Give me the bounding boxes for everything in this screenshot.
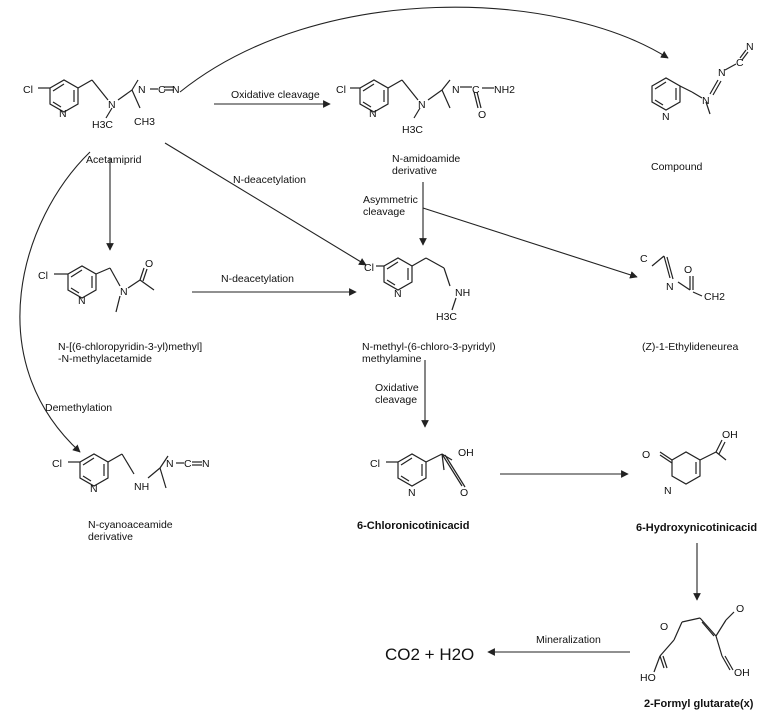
atom-cl: Cl: [23, 84, 33, 96]
atom-cl-4: Cl: [38, 270, 48, 282]
atom-n-4: N: [120, 286, 128, 298]
atom-n-imine-3: N: [718, 67, 726, 79]
name-cyanoacetamide-2: derivative: [88, 531, 133, 543]
name-chloronicotinic: 6-Chloronicotinicacid: [357, 520, 469, 532]
arrow-to-ethylideneurea: [422, 207, 638, 279]
atom-o-9: O: [642, 449, 650, 461]
atom-oh-9: OH: [722, 429, 738, 441]
structure-compound: N N N C N: [651, 41, 754, 123]
arrow-demethylation: [19, 151, 91, 453]
atom-c-7: C: [184, 458, 192, 470]
structure-chloronicotinic: Cl N OH O: [370, 447, 474, 499]
compound-names: Acetamiprid N-amidoamide derivative Comp…: [58, 153, 757, 710]
name-amidoamide-2: derivative: [392, 165, 437, 177]
atom-h3c: H3C: [92, 119, 113, 131]
atom-c: C: [158, 84, 166, 96]
label-n-deacetylation-1: N-deacetylation: [233, 174, 306, 186]
label-asymmetric-2: cleavage: [363, 206, 405, 218]
atom-o-4: O: [145, 258, 153, 270]
atom-nh-9: N: [664, 485, 672, 497]
name-cyanoacetamide-1: N-cyanoaceamide: [88, 519, 173, 531]
name-formylglutarate: 2-Formyl glutarate(x): [644, 698, 754, 710]
label-demethylation: Demethylation: [45, 402, 112, 414]
arrow-acetamiprid-to-methylamine: [164, 142, 367, 266]
atom-oh-8: OH: [458, 447, 474, 459]
atom-n-6: N: [666, 281, 674, 293]
atom-n-ring-4: N: [78, 295, 86, 307]
reaction-arrows: [19, 6, 701, 656]
atom-n-3: N: [702, 95, 710, 107]
label-n-deacetylation-2: N-deacetylation: [221, 273, 294, 285]
atom-c-2: C: [472, 84, 480, 96]
atom-n-2: N: [418, 99, 426, 111]
name-methylacetamide-1: N-[(6-chloropyridin-3-yl)methyl]: [58, 341, 202, 353]
label-asymmetric-1: Asymmetric: [363, 194, 418, 206]
name-compound: Compound: [651, 161, 703, 173]
atom-o-8: O: [460, 487, 468, 499]
atom-h3c-2: H3C: [402, 124, 423, 136]
structure-hydroxynicotinic: O N OH: [642, 429, 738, 497]
atom-n-nitrile-3: N: [746, 41, 754, 53]
atom-oh-10: OH: [734, 667, 750, 679]
atom-n-ring: N: [59, 108, 67, 120]
atom-nh2: NH2: [494, 84, 515, 96]
atom-cl-2: Cl: [336, 84, 346, 96]
structure-methylamine: Cl N NH H3C: [364, 257, 470, 323]
structure-formylglutarate: O HO O OH: [640, 603, 750, 684]
atom-nh: NH: [455, 287, 470, 299]
atom-n-imine-2: N: [452, 84, 460, 96]
structure-amidoamide: Cl N N H3C N C O NH2: [336, 79, 515, 136]
structure-acetamiprid: Cl N N H3C CH3 N C N: [23, 79, 180, 131]
atom-n-ring-2: N: [369, 108, 377, 120]
atom-o-10a: O: [660, 621, 668, 633]
atom-n-imine-7: N: [166, 458, 174, 470]
atom-o-6: O: [684, 264, 692, 276]
label-oxidative-2a: Oxidative: [375, 382, 419, 394]
arrow-acetamiprid-to-compound: [179, 6, 669, 93]
name-hydroxynicotinic: 6-Hydroxynicotinicacid: [636, 522, 757, 534]
label-mineralization: Mineralization: [536, 634, 601, 646]
atom-n-ring-5: N: [394, 288, 402, 300]
atom-ho-10: HO: [640, 672, 656, 684]
atom-n-nitrile-7: N: [202, 458, 210, 470]
atom-n: N: [108, 99, 116, 111]
atom-c-3: C: [736, 57, 744, 69]
atom-o-10b: O: [736, 603, 744, 615]
atom-o: O: [478, 109, 486, 121]
structure-methylacetamide: Cl N N O: [38, 258, 155, 313]
atom-ch2-6: CH2: [704, 291, 725, 303]
atom-h3c-5: H3C: [436, 311, 457, 323]
atom-ch3: CH3: [134, 116, 155, 128]
atom-n-ring-8: N: [408, 487, 416, 499]
atom-n-ring-3: N: [662, 111, 670, 123]
atom-cl-7: Cl: [52, 458, 62, 470]
name-ethylideneurea: (Z)-1-Ethylideneurea: [642, 341, 738, 353]
label-oxidative-cleavage: Oxidative cleavage: [231, 89, 320, 101]
structure-cyanoacetamide: Cl N NH N C N: [52, 453, 210, 495]
name-methylamine-1: N-methyl-(6-chloro-3-pyridyl): [362, 341, 496, 353]
atom-n-ring-7: N: [90, 483, 98, 495]
atom-ch3-6: C: [640, 253, 648, 265]
atom-cl-8: Cl: [370, 458, 380, 470]
atom-cl-5: Cl: [364, 262, 374, 274]
label-oxidative-2b: cleavage: [375, 394, 417, 406]
name-acetamiprid: Acetamiprid: [86, 154, 142, 166]
reaction-labels: Oxidative cleavage N-deacetylation Asymm…: [45, 89, 601, 646]
atom-nh-7: NH: [134, 481, 149, 493]
structure-ethylideneurea: C N O CH2: [640, 253, 725, 303]
name-amidoamide-1: N-amidoamide: [392, 153, 460, 165]
name-methylamine-2: methylamine: [362, 353, 422, 365]
name-methylacetamide-2: -N-methylacetamide: [58, 353, 152, 365]
co2-h2o: CO2 + H2O: [385, 645, 474, 664]
atom-n-imine: N: [138, 84, 146, 96]
atom-n-nitrile: N: [172, 84, 180, 96]
